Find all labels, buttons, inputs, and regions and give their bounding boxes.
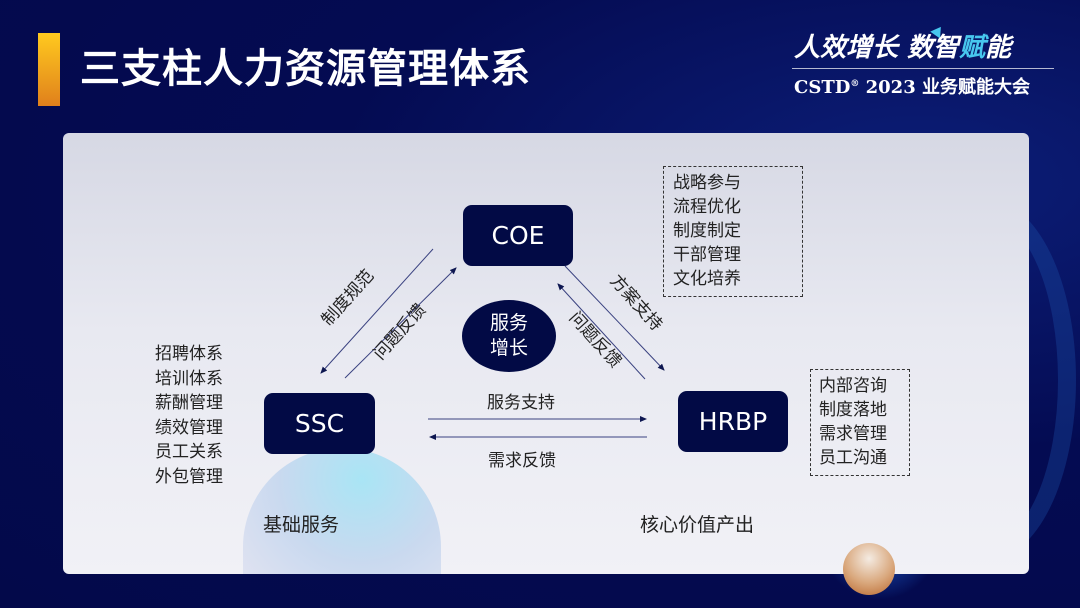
registered-mark: ® bbox=[850, 79, 860, 89]
hrbp-functions-box: 内部咨询 制度落地 需求管理 员工沟通 bbox=[810, 369, 910, 476]
ssc-caption: 基础服务 bbox=[263, 514, 340, 536]
logo-brand: CSTD bbox=[794, 77, 851, 98]
coe-function-item: 流程优化 bbox=[673, 197, 741, 217]
hrbp-function-item: 员工沟通 bbox=[819, 448, 887, 468]
event-logo: 人效增长 数智赋能 CSTD® 2023 业务赋能大会 bbox=[792, 23, 1062, 102]
logo-slogan-highlight: 赋 bbox=[959, 33, 986, 63]
node-coe-label: COE bbox=[491, 221, 545, 250]
node-coe: COE bbox=[463, 205, 573, 266]
node-hrbp-label: HRBP bbox=[698, 407, 768, 436]
arrow-coe-to-hrbp bbox=[564, 265, 665, 371]
ssc-function-item: 绩效管理 bbox=[155, 417, 223, 438]
hrbp-function-item: 需求管理 bbox=[819, 424, 887, 444]
page-title: 三支柱人力资源管理体系 bbox=[80, 46, 531, 92]
ssc-functions-list: 招聘体系 培训体系 薪酬管理 绩效管理 员工关系 外包管理 bbox=[155, 342, 223, 489]
coe-function-item: 制度制定 bbox=[673, 221, 741, 241]
ssc-function-item: 招聘体系 bbox=[155, 344, 223, 364]
logo-event-name: 2023 业务赋能大会 bbox=[865, 77, 1030, 98]
center-service-growth: 服务 增长 bbox=[462, 300, 556, 372]
coe-function-item: 干部管理 bbox=[673, 245, 741, 265]
node-hrbp: HRBP bbox=[678, 391, 788, 452]
hrbp-function-item: 制度落地 bbox=[819, 400, 887, 420]
logo-slogan: 人效增长 数智赋能 bbox=[794, 30, 1011, 66]
title-accent-bar bbox=[38, 33, 60, 106]
arrow-ssc-to-coe bbox=[344, 267, 457, 379]
coe-function-item: 文化培养 bbox=[673, 269, 741, 289]
decorative-bubble-orange bbox=[843, 543, 895, 595]
ssc-function-item: 培训体系 bbox=[155, 368, 223, 389]
center-line1: 服务 bbox=[489, 312, 528, 334]
logo-slogan-part1: 人效增长 bbox=[794, 33, 899, 63]
arrow-hrbp-to-coe bbox=[557, 283, 646, 380]
logo-slogan-part3: 能 bbox=[985, 33, 1012, 63]
logo-event-line: CSTD® 2023 业务赋能大会 bbox=[794, 70, 1030, 102]
coe-function-item: 战略参与 bbox=[673, 173, 741, 193]
arrow-coe-to-ssc bbox=[320, 248, 434, 374]
node-ssc: SSC bbox=[264, 393, 375, 454]
logo-slogan-part2: 数智 bbox=[907, 33, 960, 63]
hrbp-function-item: 内部咨询 bbox=[819, 376, 887, 396]
logo-divider bbox=[792, 68, 1054, 69]
node-ssc-label: SSC bbox=[294, 409, 345, 438]
ssc-function-item: 员工关系 bbox=[155, 442, 223, 462]
edge-label-hrbp-to-ssc: 需求反馈 bbox=[488, 451, 556, 471]
center-line2: 增长 bbox=[489, 337, 528, 359]
edge-label-ssc-to-hrbp: 服务支持 bbox=[487, 393, 555, 413]
ssc-function-item: 外包管理 bbox=[155, 466, 223, 487]
coe-functions-box: 战略参与 流程优化 制度制定 干部管理 文化培养 bbox=[663, 166, 803, 297]
hrbp-caption: 核心价值产出 bbox=[640, 514, 755, 536]
ssc-function-item: 薪酬管理 bbox=[155, 393, 223, 413]
